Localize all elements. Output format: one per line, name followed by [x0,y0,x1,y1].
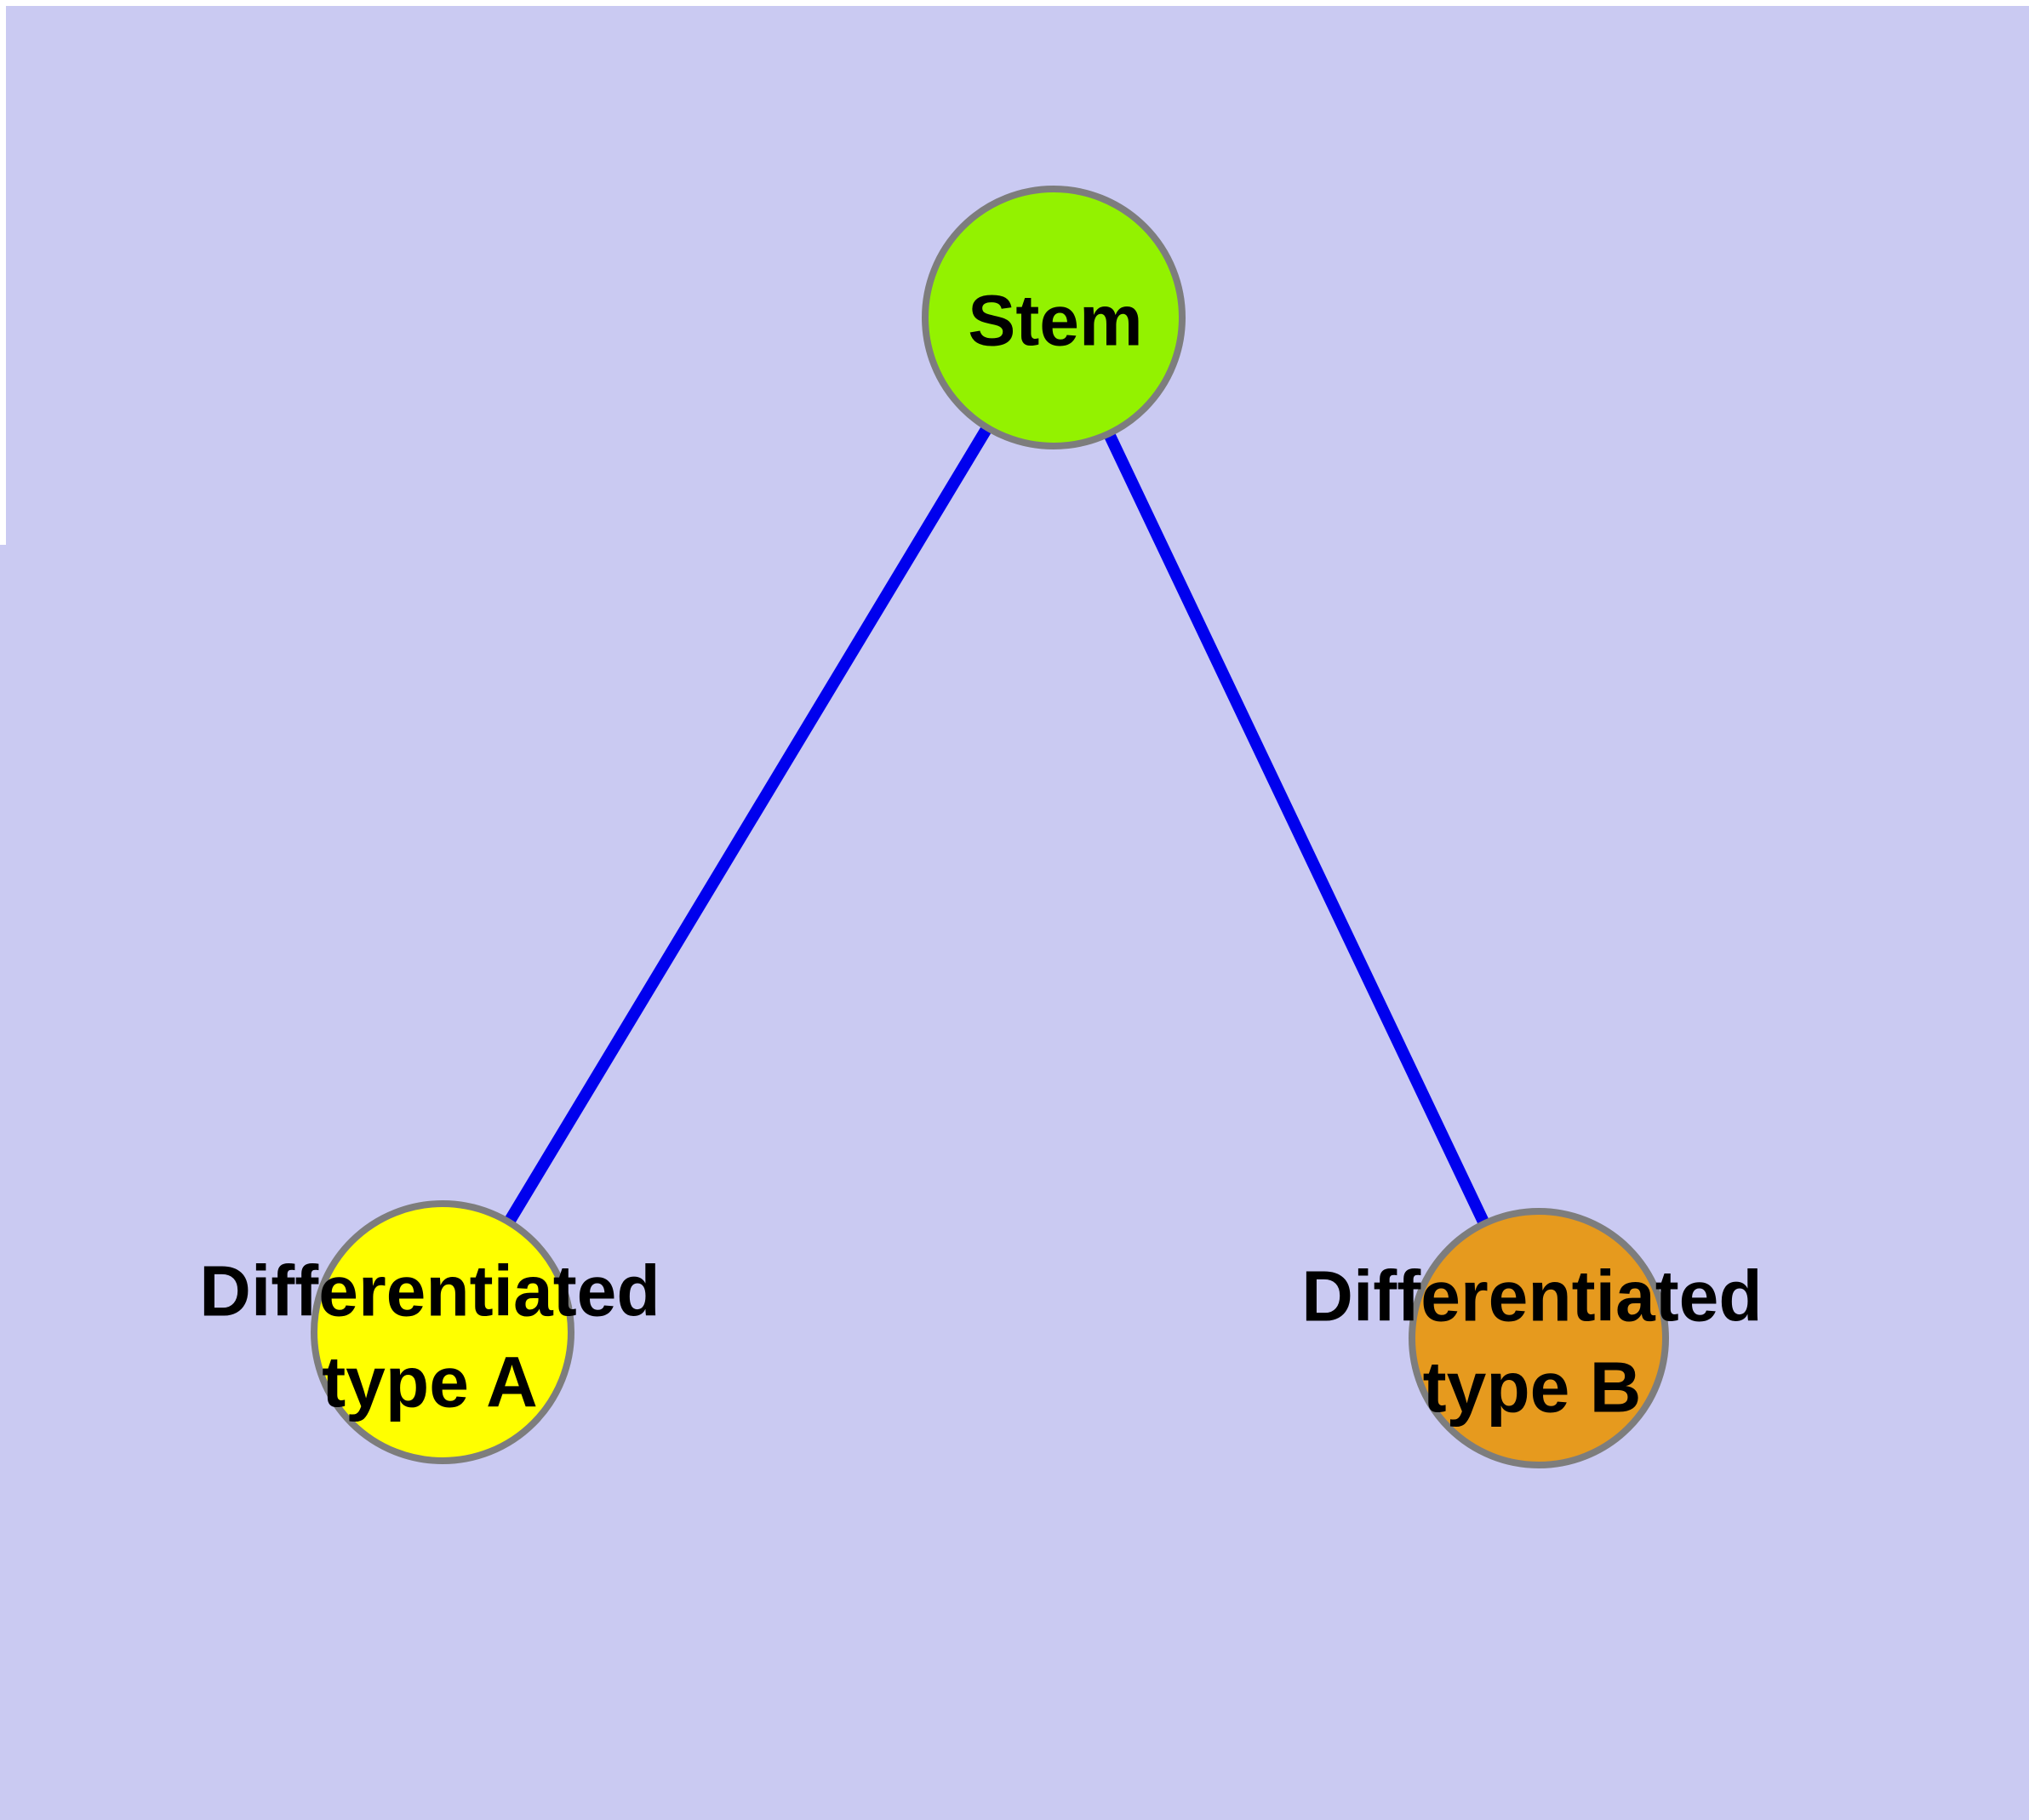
figure-margin-top [0,0,2029,6]
type-b-node-circle [1409,1208,1669,1468]
figure-margin-left [0,0,6,545]
edge-stem-to-type-b [1048,314,1545,1342]
type-a-node-circle [311,1200,574,1464]
stem-node-circle [922,186,1186,449]
edge-stem-to-type-a [437,314,1059,1336]
